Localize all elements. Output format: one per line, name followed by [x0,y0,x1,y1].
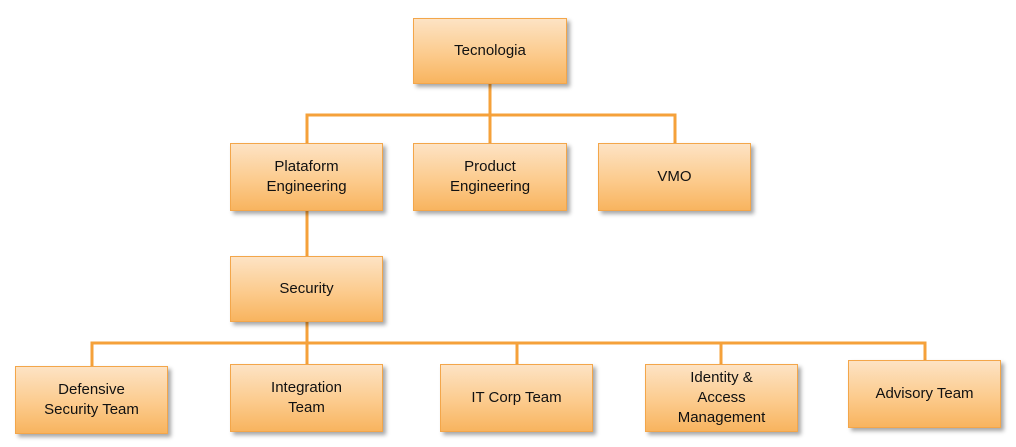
node-defensive-security-team: Defensive Security Team [15,366,168,434]
node-plataform-engineering: Plataform Engineering [230,143,383,211]
node-advisory-team: Advisory Team [848,360,1001,428]
node-vmo: VMO [598,143,751,211]
node-product-engineering: Product Engineering [413,143,567,211]
node-integration-team: Integration Team [230,364,383,432]
node-it-corp-team: IT Corp Team [440,364,593,432]
node-tecnologia: Tecnologia [413,18,567,84]
node-security: Security [230,256,383,322]
node-identity-access-management: Identity & Access Management [645,364,798,432]
